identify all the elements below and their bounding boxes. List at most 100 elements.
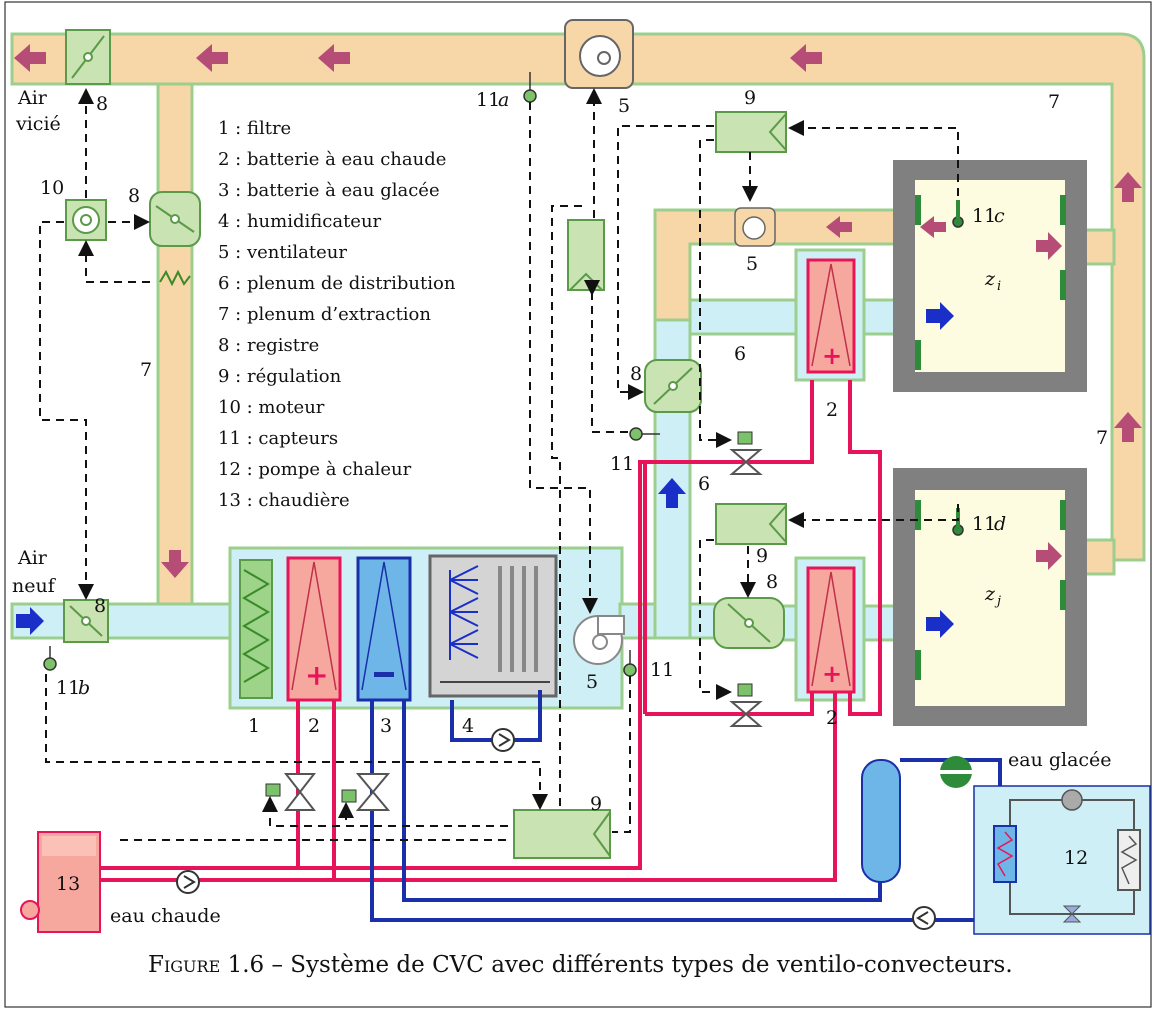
num-5-zone: 5 xyxy=(746,253,758,275)
pump-chilled xyxy=(912,906,936,930)
zone-i-subscript: i xyxy=(997,279,1001,294)
sensor-11b-sub: b xyxy=(78,677,90,699)
air-neuf-label-1: Air xyxy=(17,547,48,569)
legend-item-3: 3 : batterie à eau glacée xyxy=(218,180,440,201)
num-12: 12 xyxy=(1064,847,1088,869)
svg-text:+: + xyxy=(822,659,842,688)
valve-zone-i xyxy=(729,431,763,475)
humidifier xyxy=(428,554,558,698)
valve-zone-j xyxy=(729,683,763,727)
num-7-left: 7 xyxy=(140,359,152,381)
num-1: 1 xyxy=(248,715,260,737)
zone-j-label: z xyxy=(984,583,996,605)
boiler xyxy=(20,831,101,933)
legend-item-5: 5 : ventilateur xyxy=(218,242,347,263)
num-7-right: 7 xyxy=(1096,427,1108,449)
num-13: 13 xyxy=(56,873,80,895)
figure-caption: Figure 1.6 – Système de CVC avec différe… xyxy=(148,952,1013,978)
legend-item-13: 13 : chaudière xyxy=(218,490,350,511)
controller-top xyxy=(715,111,787,153)
damper-recirc xyxy=(149,191,201,287)
heat-pump xyxy=(973,785,1151,935)
num-8-fresh: 8 xyxy=(94,595,106,617)
motor xyxy=(65,199,107,241)
controller-zone-j xyxy=(715,503,787,545)
num-5-top: 5 xyxy=(618,95,630,117)
sensor-11d-sub: d xyxy=(994,513,1006,535)
legend-item-2: 2 : batterie à eau chaude xyxy=(218,149,446,170)
component-numbers: 1 2 3 4 5 5 5 6 6 7 7 7 8 8 8 8 8 9 9 9 … xyxy=(40,87,1108,895)
num-3: 3 xyxy=(380,715,392,737)
num-11-riser: 11 xyxy=(610,453,634,475)
hot-water-pipes xyxy=(100,380,882,882)
num-4: 4 xyxy=(462,715,474,737)
legend-item-7: 7 : plenum d’extraction xyxy=(218,304,431,325)
air-labels: Air vicié Air neuf eau chaude eau glacée xyxy=(12,87,1112,927)
num-9-zone-j: 9 xyxy=(756,545,768,567)
legend-item-1: 1 : filtre xyxy=(218,118,291,139)
sensor-11a-label: 11 xyxy=(476,89,500,111)
zone-i: z i xyxy=(893,160,1087,392)
eau-chaude-label: eau chaude xyxy=(110,905,221,927)
legend-item-8: 8 : registre xyxy=(218,335,319,356)
valve-hot-main xyxy=(265,773,317,811)
chilled-water-coil xyxy=(356,556,412,702)
valve-chilled-main xyxy=(341,773,391,811)
sensor-11a-sub: a xyxy=(498,89,509,111)
legend-item-12: 12 : pompe à chaleur xyxy=(218,459,412,480)
fan-coil-zone-j: + xyxy=(794,556,866,702)
zone-wall-strips xyxy=(915,195,1066,680)
caption-text: Système de CVC avec différents types de … xyxy=(290,952,1012,978)
supply-arrows xyxy=(16,302,954,638)
legend-item-10: 10 : moteur xyxy=(218,397,325,418)
svg-text:+: + xyxy=(305,659,328,692)
sensor-11b-label: 11 xyxy=(56,677,80,699)
num-7-top: 7 xyxy=(1048,91,1060,113)
damper-top xyxy=(65,29,111,85)
sensor-11c-label: 11 xyxy=(972,205,996,227)
figure-border xyxy=(4,1,1152,1008)
num-8-top: 8 xyxy=(96,93,108,115)
filter xyxy=(239,559,273,699)
eau-glacee-label: eau glacée xyxy=(1008,749,1112,771)
num-8-zone-j: 8 xyxy=(766,571,778,593)
fan-top xyxy=(564,19,634,89)
num-8-recirc: 8 xyxy=(128,185,140,207)
damper-fresh xyxy=(63,599,109,643)
air-neuf-label-2: neuf xyxy=(12,575,57,597)
air-vicie-label-2: vicié xyxy=(15,113,61,135)
caption-dash: – xyxy=(264,952,290,978)
zone-j: z j xyxy=(893,468,1087,726)
legend-item-9: 9 : régulation xyxy=(218,366,342,387)
num-2-ahu: 2 xyxy=(308,715,320,737)
svg-text:+: + xyxy=(822,341,842,370)
pump-hot xyxy=(176,870,200,894)
legend: 1 : filtre 2 : batterie à eau chaude 3 :… xyxy=(218,118,456,511)
svg-text:Figure 1.6 – Système de CVC av: Figure 1.6 – Système de CVC avec différe… xyxy=(148,952,1013,978)
num-2-zone-i: 2 xyxy=(826,399,838,421)
caption-prefix: Figure 1.6 xyxy=(148,952,264,978)
pump-humidifier xyxy=(491,728,515,752)
damper-zone-j xyxy=(713,597,785,649)
control-lines xyxy=(39,88,959,841)
chilled-water-tank xyxy=(861,756,972,883)
legend-item-11: 11 : capteurs xyxy=(218,428,338,449)
num-11-ahu: 11 xyxy=(650,659,674,681)
exhaust-arrows xyxy=(14,44,1142,578)
num-6-b: 6 xyxy=(698,473,710,495)
hot-water-coil-main: + xyxy=(286,556,342,702)
num-5-ahu: 5 xyxy=(586,671,598,693)
sensor-labels: 11 a 11 b 11 c 11 d xyxy=(56,89,1006,699)
air-vicie-label-1: Air xyxy=(17,87,48,109)
sensor-11d-label: 11 xyxy=(972,513,996,535)
fan-coil-zone-i: + xyxy=(794,248,866,382)
fan-ahu xyxy=(573,615,625,665)
controller-main xyxy=(513,809,611,859)
num-9-top: 9 xyxy=(744,87,756,109)
legend-item-6: 6 : plenum de distribution xyxy=(218,273,456,294)
num-6-a: 6 xyxy=(734,343,746,365)
num-9-main: 9 xyxy=(590,793,602,815)
damper-riser xyxy=(644,359,702,413)
